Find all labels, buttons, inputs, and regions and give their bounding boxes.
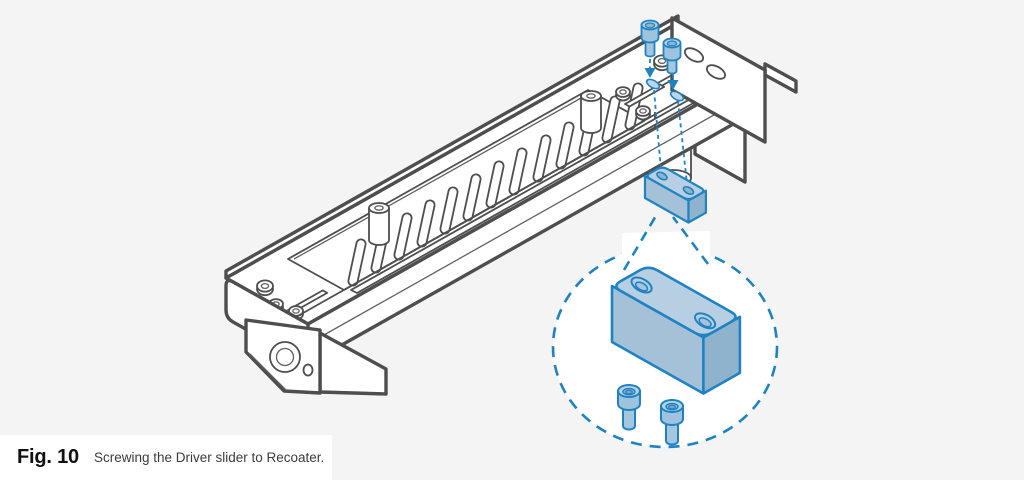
slider-hole (630, 276, 653, 294)
alignment-dashed-lines (653, 89, 688, 185)
slider-hole (682, 185, 695, 196)
callout-tail (671, 216, 710, 265)
end-plate-wing (763, 62, 798, 94)
driver-screw-install (662, 37, 685, 102)
deck-screw (615, 86, 631, 102)
driver-slider-block (643, 166, 707, 224)
left-foot-bracket (244, 318, 388, 396)
plate-hole (705, 64, 727, 80)
arrow-down-icon (644, 68, 656, 78)
detail-callout-bubble (551, 213, 779, 449)
standoff-post (580, 90, 602, 134)
figure-label: Fig. 10 (17, 446, 79, 468)
bracket-hole (302, 363, 314, 377)
slider-hole (694, 312, 717, 330)
slider-hole (656, 171, 668, 181)
screw-target-hole (669, 90, 685, 102)
deck-screw (635, 105, 651, 121)
figure-caption-text: Screwing the Driver slider to Recoater. (93, 450, 325, 465)
socket-screw-detail (617, 384, 641, 431)
standoff-post (368, 202, 390, 246)
recoater-rail (224, 14, 762, 366)
driver-screw-install (640, 19, 661, 90)
screw-target-hole (645, 78, 661, 90)
driver-slider-detail (610, 266, 742, 395)
socket-screw-detail (660, 399, 684, 446)
arrow-down-icon (667, 80, 679, 90)
deck-screw (256, 279, 274, 297)
callout-tail (622, 213, 659, 271)
plate-hole (683, 47, 705, 63)
figure-caption-bar: Fig. 10 Screwing the Driver slider to Re… (0, 435, 332, 480)
